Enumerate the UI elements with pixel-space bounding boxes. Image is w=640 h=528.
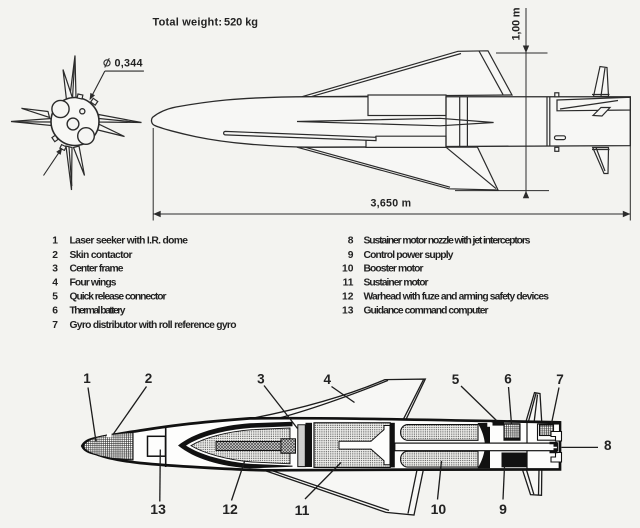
svg-text:0,344: 0,344 xyxy=(115,58,143,70)
svg-text:4: 4 xyxy=(324,372,332,387)
svg-text:Quick release connector: Quick release connector xyxy=(70,292,167,303)
svg-text:Booster motor: Booster motor xyxy=(364,263,424,274)
svg-text:9: 9 xyxy=(499,501,507,517)
svg-text:13: 13 xyxy=(342,306,354,317)
svg-text:Center frame: Center frame xyxy=(70,263,124,274)
svg-text:4: 4 xyxy=(52,277,58,288)
svg-text:2: 2 xyxy=(145,371,153,386)
svg-text:Sustainer motor: Sustainer motor xyxy=(364,277,429,288)
svg-text:5: 5 xyxy=(452,372,460,387)
svg-text:5: 5 xyxy=(52,292,58,303)
svg-text:Sustainer motor nozzle with je: Sustainer motor nozzle with jet intercep… xyxy=(364,236,531,247)
svg-text:12: 12 xyxy=(222,501,238,517)
svg-text:3: 3 xyxy=(257,371,265,386)
svg-text:1: 1 xyxy=(52,236,58,247)
svg-text:1,00 m: 1,00 m xyxy=(511,7,523,40)
svg-text:Warhead with fuze and arming s: Warhead with fuze and arming safety devi… xyxy=(364,292,550,303)
svg-text:10: 10 xyxy=(431,501,447,517)
svg-text:7: 7 xyxy=(556,372,564,387)
svg-text:12: 12 xyxy=(342,292,354,303)
svg-text:8: 8 xyxy=(348,236,354,247)
svg-text:2: 2 xyxy=(52,250,58,261)
svg-text:1: 1 xyxy=(83,371,91,386)
svg-text:Four wings: Four wings xyxy=(70,277,117,288)
svg-text:11: 11 xyxy=(343,277,354,288)
svg-text:7: 7 xyxy=(52,320,58,331)
svg-text:11: 11 xyxy=(295,502,310,518)
svg-text:Guidance command computer: Guidance command computer xyxy=(364,306,489,317)
svg-text:8: 8 xyxy=(604,438,612,453)
svg-text:Gyro distributor with roll ref: Gyro distributor with roll reference gyr… xyxy=(70,320,237,331)
svg-text:13: 13 xyxy=(150,501,166,517)
svg-text:Laser seeker with I.R. dome: Laser seeker with I.R. dome xyxy=(70,236,189,247)
svg-text:9: 9 xyxy=(348,250,354,261)
svg-text:6: 6 xyxy=(504,372,512,387)
svg-text:3: 3 xyxy=(52,263,58,274)
svg-text:Total weight:: Total weight: xyxy=(153,17,223,29)
svg-text:520 kg: 520 kg xyxy=(224,17,258,29)
svg-text:Control power supply: Control power supply xyxy=(364,250,454,261)
svg-text:Skin contactor: Skin contactor xyxy=(70,250,133,261)
svg-text:6: 6 xyxy=(52,306,58,317)
svg-text:10: 10 xyxy=(342,263,354,274)
svg-text:Thermal battery: Thermal battery xyxy=(70,306,126,317)
svg-text:3,650 m: 3,650 m xyxy=(371,197,412,209)
